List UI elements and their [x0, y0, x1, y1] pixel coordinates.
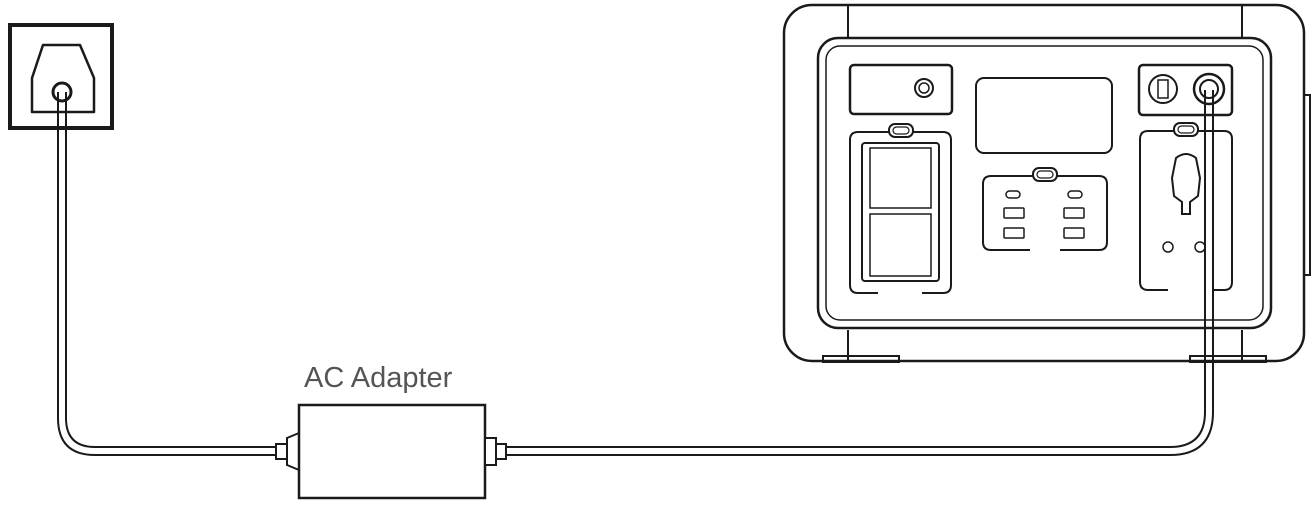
- usb-ports-panel: [982, 167, 1108, 251]
- power-button-module[interactable]: [848, 63, 954, 116]
- power-station: [782, 3, 1311, 363]
- dc-input-module: [1137, 63, 1234, 117]
- dc-input-port[interactable]: [1192, 72, 1226, 106]
- car-socket-icon: [1170, 153, 1202, 215]
- wall-outlet: [8, 23, 114, 130]
- display-screen: [975, 77, 1113, 154]
- adapter-label: AC Adapter: [304, 362, 453, 394]
- ac-adapter[interactable]: [275, 403, 507, 500]
- station-plug-cable: [1204, 90, 1214, 160]
- outlet-plug-hole: [51, 81, 73, 103]
- output-cable: [506, 90, 1214, 456]
- outlet-socket-shape: [30, 43, 96, 114]
- ac-outlets-panel: [849, 123, 952, 294]
- input-cable: [57, 92, 278, 456]
- car-port-panel: [1139, 122, 1233, 291]
